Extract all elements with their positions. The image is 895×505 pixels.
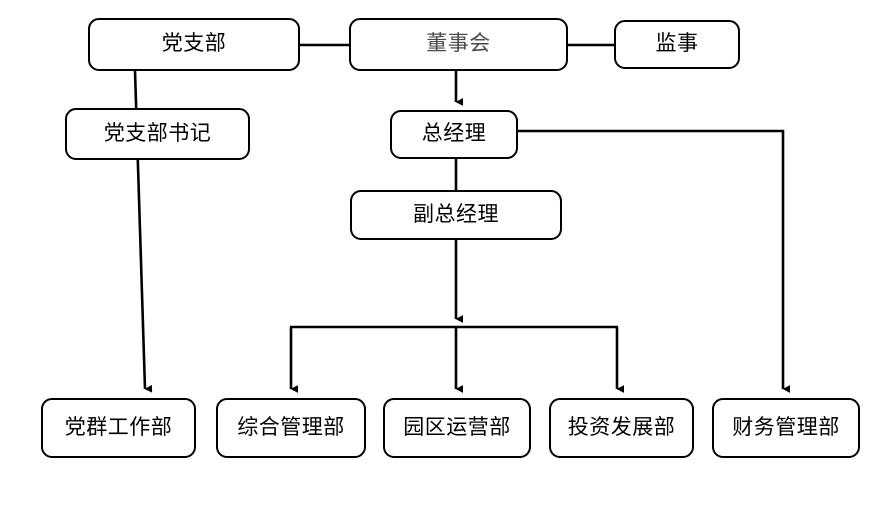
node-label: 监事 [655,32,699,55]
node-label: 投资发展部 [567,415,676,439]
node-general-manager[interactable]: 总经理 [390,110,518,159]
node-label: 党支部 [161,32,227,55]
connector-gm-to-finance-admin [518,129,791,393]
node-general-admin-dept[interactable]: 综合管理部 [216,398,366,458]
node-party-mass-work-dept[interactable]: 党群工作部 [41,398,196,458]
node-supervisor[interactable]: 监事 [614,20,740,69]
node-label: 党群工作部 [64,415,173,439]
node-label: 财务管理部 [732,415,840,439]
node-park-operations-dept[interactable]: 园区运营部 [383,398,531,458]
node-label: 副总经理 [413,202,499,226]
node-party-branch[interactable]: 党支部 [88,18,300,71]
node-investment-development-dept[interactable]: 投资发展部 [549,398,694,458]
node-label: 综合管理部 [237,415,345,439]
node-label: 园区运营部 [403,415,511,439]
node-label: 总经理 [421,122,487,145]
node-deputy-general-manager[interactable]: 副总经理 [350,190,562,240]
node-label: 董事会 [426,32,491,55]
node-finance-admin-dept[interactable]: 财务管理部 [712,398,860,458]
node-board-of-directors[interactable]: 董事会 [349,18,568,71]
node-party-secretary[interactable]: 党支部书记 [65,108,250,160]
node-label: 党支部书记 [103,121,212,145]
